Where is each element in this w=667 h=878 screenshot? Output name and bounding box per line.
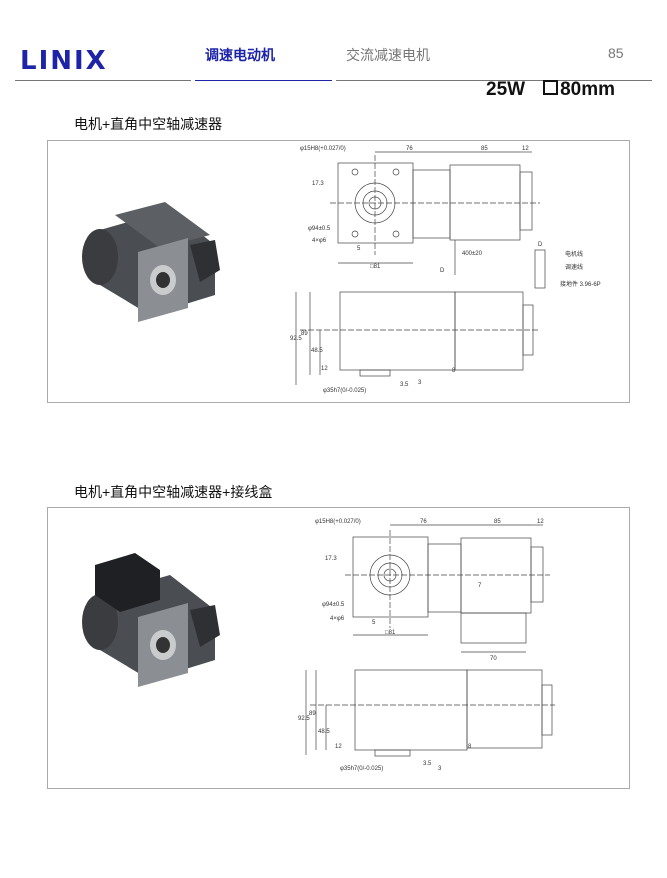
dim-offset-2: 3: [418, 380, 422, 386]
motor-photo-1: [82, 202, 220, 322]
terminal-motor-wire: 电机线: [565, 250, 583, 258]
dim-cap-length: 12: [537, 519, 544, 525]
dim-offset-1: 3.5: [423, 761, 432, 767]
section-title: 电机+直角中空轴减速器: [74, 116, 223, 132]
detail-marker: D: [440, 268, 445, 274]
dim-offset-1: 3.5: [400, 382, 409, 388]
dim-key-height: 17.3: [312, 181, 324, 187]
product-panel-2: [47, 507, 630, 789]
dim-lead-length: 400±20: [462, 251, 483, 257]
motor-photo-2: [82, 553, 220, 687]
dim-pcd: φ94±0.5: [322, 602, 345, 608]
terminal-label: D: [538, 242, 543, 248]
dim-holes: 4×φ6: [312, 238, 327, 244]
spec-label: 25W 80mm: [486, 79, 615, 101]
dim-body-height: 89: [301, 331, 308, 337]
linix-logo: LINIX: [20, 46, 108, 76]
dim-base-height: 12: [321, 366, 328, 372]
dim-base-height: 12: [335, 744, 342, 750]
dim-gear-length: 76: [420, 519, 427, 525]
dim-box-length: 70: [490, 656, 497, 662]
dim-pcd: φ94±0.5: [308, 226, 331, 232]
dim-key-width: 5: [372, 620, 376, 626]
product-panel-1: [47, 140, 630, 403]
dim-total-height: 92.5: [290, 336, 302, 342]
dim-bore: φ15H8(+0.027/0): [315, 519, 361, 525]
dim-gear-length: 76: [406, 146, 413, 152]
header-divider: [15, 80, 191, 81]
subcategory-title: 交流减速电机: [346, 47, 430, 63]
square-frame-icon: [543, 80, 559, 95]
dim-motor-length: 85: [494, 519, 501, 525]
power-rating: 25W: [486, 79, 526, 100]
dim-offset-3: 8: [468, 744, 472, 750]
dimension-drawing-1: φ15H8(+0.027/0) 76 85 12 17.3 φ94±0.5 4×…: [290, 146, 601, 394]
dim-key-height: 17.3: [325, 556, 337, 562]
dim-motor-length: 85: [481, 146, 488, 152]
dim-center-height: 48.5: [318, 729, 330, 735]
dim-offset-3: 8: [452, 368, 456, 374]
dim-total-height: 92.5: [298, 716, 310, 722]
header-divider-active: [195, 80, 332, 81]
dim-boss: φ35h7(0/-0.025): [340, 766, 383, 772]
dim-body-height: 89: [309, 711, 316, 717]
section-title: 电机+直角中空轴减速器+接线盒: [74, 484, 273, 500]
dim-frame: □81: [370, 264, 381, 270]
terminal-ground: 接地件 3.96-6P: [560, 280, 601, 288]
dim-cap-length: 12: [522, 146, 529, 152]
dim-holes: 4×φ6: [330, 616, 345, 622]
frame-size: 80mm: [560, 79, 615, 100]
dim-frame: □81: [385, 630, 396, 636]
category-title: 调速电动机: [205, 47, 275, 63]
terminal-speed-wire: 调速线: [565, 263, 583, 271]
dimension-drawing-2: φ15H8(+0.027/0) 76 85 12 17.3 φ94±0.5 4×…: [298, 519, 555, 772]
page-number: 85: [608, 45, 624, 61]
dim-box-offset: 7: [478, 583, 482, 589]
dim-key-width: 5: [357, 246, 361, 252]
header-divider: [336, 80, 652, 81]
dim-offset-2: 3: [438, 766, 442, 772]
dim-bore: φ15H8(+0.027/0): [300, 146, 346, 152]
dim-center-height: 48.5: [311, 348, 323, 354]
dim-boss: φ35h7(0/-0.025): [323, 388, 366, 394]
